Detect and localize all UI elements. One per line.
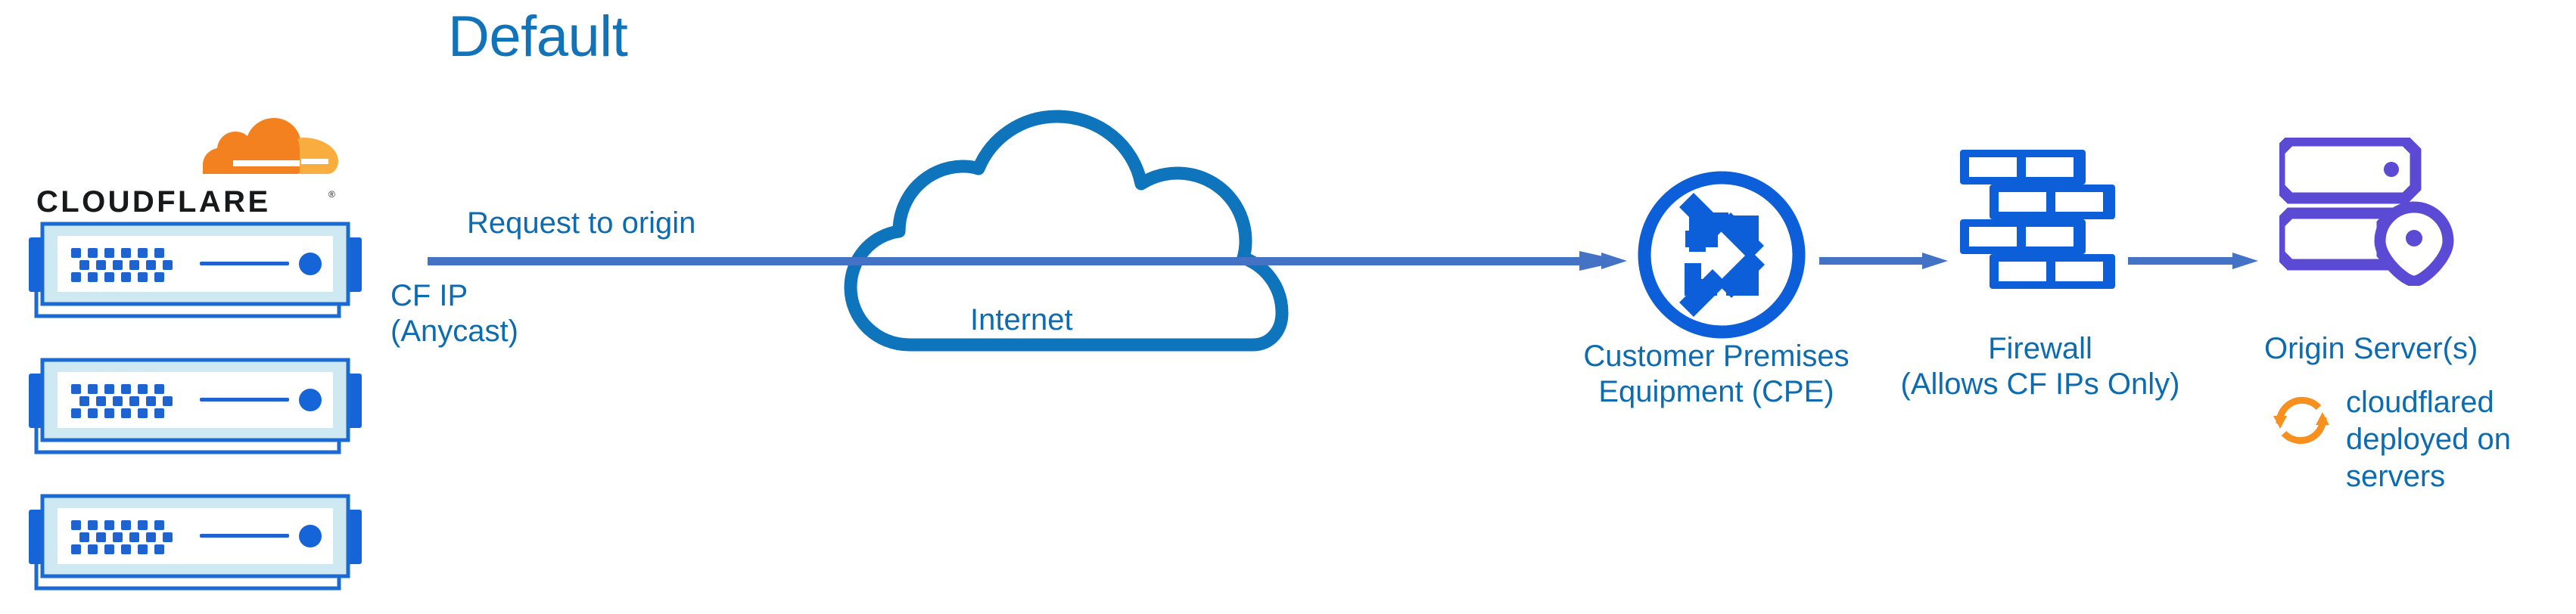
arrow-firewall-to-origin xyxy=(2128,253,2258,269)
cf-ip-line-2: (Anycast) xyxy=(390,315,518,349)
request-arrow xyxy=(428,251,1623,271)
cpe-label-line-1: Customer Premises xyxy=(1583,340,1850,373)
router-icon xyxy=(1638,171,1806,339)
arrow-cpe-to-firewall xyxy=(1819,253,1948,269)
firewall-label-line-1: Firewall xyxy=(1988,332,2092,365)
cloudflared-line-1: cloudflared xyxy=(2346,386,2494,419)
origin-server-label: Origin Server(s) xyxy=(2264,332,2478,365)
cloudflared-line-3: servers xyxy=(2346,459,2446,493)
rack-server-icon xyxy=(29,222,362,318)
cf-ip-line-1: CF IP xyxy=(390,279,468,312)
cpe-label-line-2: Equipment (CPE) xyxy=(1598,375,1834,409)
sync-circular-arrows-icon xyxy=(2273,396,2329,445)
cloudflare-cloud-icon xyxy=(203,118,338,174)
arrow-cpe-inbound xyxy=(1557,253,1627,269)
origin-server-icon xyxy=(2279,138,2454,286)
rack-server-icon xyxy=(29,494,362,591)
brick-wall-icon xyxy=(1960,150,2115,289)
edge-server-1 xyxy=(29,218,362,331)
page-title: Default xyxy=(448,5,628,69)
edge-server-2 xyxy=(29,354,362,467)
firewall-label-line-2: (Allows CF IPs Only) xyxy=(1900,367,2180,402)
cf-ip-label: CF IP(Anycast) xyxy=(390,278,518,349)
firewall-label: Firewall(Allows CF IPs Only) xyxy=(1892,331,2189,402)
cloudflare-logo: CLOUDFLARE ® xyxy=(36,113,342,219)
rack-server-icon xyxy=(29,358,362,454)
wordmark-text: CLOUDFLARE xyxy=(36,185,271,219)
request-to-origin-label: Request to origin xyxy=(467,206,696,240)
cloudflare-wordmark: CLOUDFLARE ® xyxy=(36,185,335,219)
registered-mark: ® xyxy=(328,189,335,200)
cloudflared-line-2: deployed on xyxy=(2346,422,2511,456)
edge-server-3 xyxy=(29,490,362,603)
internet-label: Internet xyxy=(970,303,1073,336)
